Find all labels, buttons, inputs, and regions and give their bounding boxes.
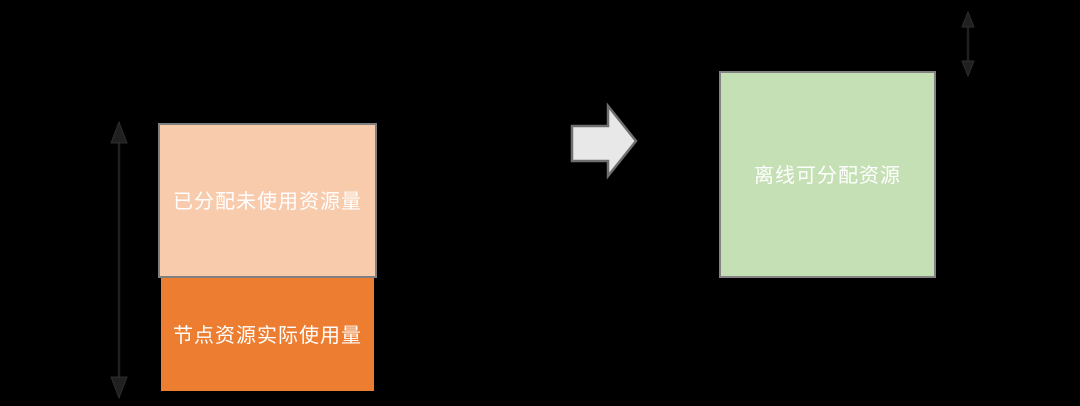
- allocated-unused-box: 已分配未使用资源量: [158, 123, 377, 278]
- small-measure-arrow-head-down: [961, 60, 975, 78]
- measure-arrow-head-up: [110, 120, 128, 144]
- right-block-arrow-icon: [570, 102, 638, 180]
- vertical-double-arrow-icon: [110, 120, 128, 400]
- offline-allocatable-label: 离线可分配资源: [754, 162, 901, 187]
- measure-arrow-head-down: [110, 376, 128, 400]
- actual-usage-label: 节点资源实际使用量: [173, 322, 362, 347]
- small-measure-arrow-head-up: [961, 10, 975, 28]
- small-vertical-double-arrow-icon: [961, 10, 975, 78]
- allocated-unused-label: 已分配未使用资源量: [173, 188, 362, 213]
- offline-allocatable-box: 离线可分配资源: [719, 71, 936, 278]
- actual-usage-box: 节点资源实际使用量: [161, 278, 374, 391]
- right-block-arrow-shape: [570, 102, 638, 180]
